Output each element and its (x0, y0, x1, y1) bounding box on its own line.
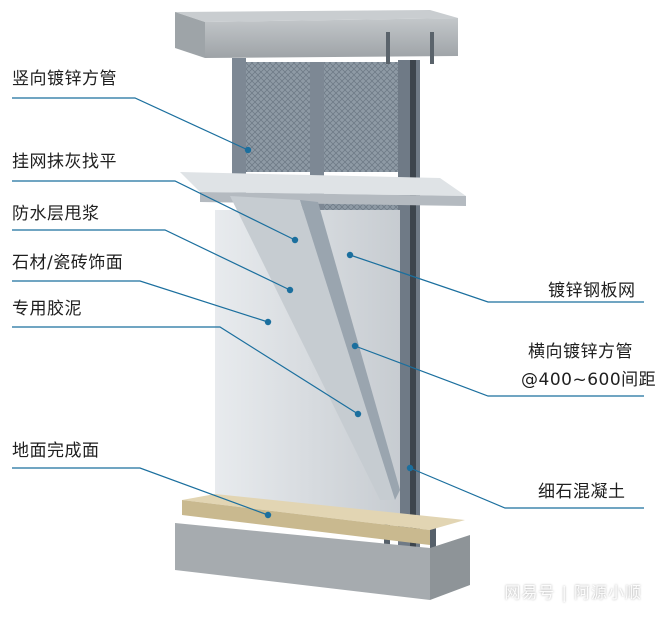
leader-dots (244, 146, 414, 519)
leader-mesh-plaster-dot (291, 236, 299, 244)
leader-stone-finish (12, 280, 269, 323)
leader-floor-finish-dot (264, 511, 272, 519)
leader-stone-finish-dot (264, 318, 272, 326)
leader-steel-mesh-dot (346, 251, 354, 259)
label-galvanized-steel-mesh: 镀锌钢板网 (548, 281, 636, 301)
leader-mesh-plaster (12, 180, 296, 241)
base-slab-face (175, 523, 430, 600)
label-waterproof-slurry: 防水层甩浆 (12, 204, 100, 224)
top-slab-top (175, 10, 458, 22)
leader-waterproof-dot (286, 286, 294, 294)
base-slab-side (430, 535, 470, 600)
leader-adhesive-dot (354, 410, 362, 418)
vertical-tube-3 (398, 60, 420, 550)
horizontal-profile-top (180, 172, 466, 196)
label-mesh-plaster-leveling: 挂网抹灰找平 (12, 152, 117, 172)
label-floor-finish: 地面完成面 (12, 441, 100, 461)
label-special-adhesive: 专用胶泥 (12, 299, 82, 319)
floor-finish-front (182, 500, 430, 545)
top-slab-face (205, 18, 458, 58)
leader-vertical-tube-dot (244, 146, 252, 154)
label-spacing: @400~600间距 (521, 370, 657, 390)
layer-cut-2 (300, 200, 400, 500)
watermark: 网易号 | 阿源小顺 (504, 583, 642, 602)
top-bolt-2 (430, 32, 434, 64)
leader-lines (12, 97, 644, 516)
leader-waterproof (12, 229, 291, 291)
leader-steel-mesh (349, 254, 644, 303)
leader-floor-finish (12, 467, 269, 516)
leader-vertical-tube (12, 97, 249, 151)
vertical-tube-1 (232, 58, 246, 198)
label-stone-tile-finish: 石材/瓷砖饰面 (12, 253, 124, 273)
leader-fine-concrete (409, 467, 644, 509)
leader-horizontal-tube (354, 345, 644, 397)
label-fine-stone-concrete: 细石混凝土 (538, 482, 626, 502)
vertical-tube-3-edge (410, 60, 416, 550)
label-vertical-galvanized-tube: 竖向镀锌方管 (12, 69, 117, 89)
label-horizontal-galvanized-tube: 横向镀锌方管 (528, 342, 633, 362)
leader-horizontal-tube-dot (351, 342, 359, 350)
top-bolt-1 (386, 32, 390, 64)
floor-finish-top (182, 494, 465, 530)
top-slab-front (175, 12, 205, 58)
leader-adhesive (12, 326, 359, 415)
leader-fine-concrete-dot (406, 464, 414, 472)
layer-cut-1 (230, 196, 395, 500)
